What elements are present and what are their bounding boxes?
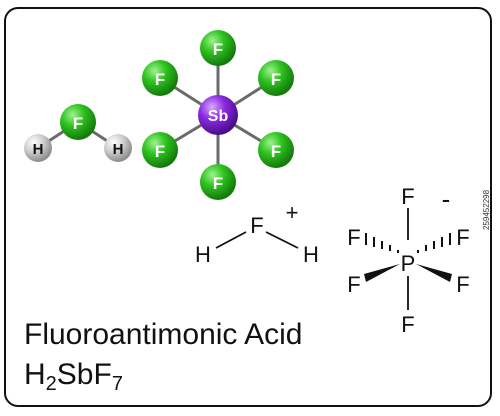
atom-label-f-lower-left: F [347,272,360,297]
hydrogen-atom-right: H [104,134,132,162]
h2f-cation-structure: H F H + [195,200,319,267]
hydrogen-atom-left: H [24,134,52,162]
atom-label-f: F [271,142,281,161]
bond-f-h-right [265,231,299,249]
formula-subscript: 7 [111,373,123,395]
hf-ball-stick-molecule: H H F [24,104,132,162]
fluorine-atom-lower-right: F [258,132,294,168]
charge-plus: + [286,200,299,225]
diagram-frame [4,7,492,407]
compound-formula: H2SbF7 [24,358,123,396]
fluorine-atom-upper-right: F [258,60,294,96]
atom-label-f: F [155,70,165,89]
atom-label-f-lower-right: F [456,272,469,297]
sbf6-ball-stick-molecule: F F F F F F Sb [142,30,294,200]
atom-label-f-upper-left: F [347,225,360,250]
atom-label-f-upper-right: F [456,225,469,250]
fluorine-atom-upper-left: F [142,60,178,96]
compound-name: Fluoroantimonic Acid [24,318,303,351]
hashed-bond-upper-right [417,233,451,253]
charge-minus: - [442,184,451,214]
atom-label-f: F [213,40,223,59]
formula-subscript: 2 [45,373,57,395]
wedge-bond-lower-left [364,264,400,282]
atom-label-f: F [155,142,165,161]
atom-label-f: F [271,70,281,89]
atom-label-h: H [33,141,44,158]
stock-id-label: 259452298 [482,189,491,230]
pf6-anion-structure: P F F F F F F - [347,184,469,337]
atom-label-h-left: H [195,242,211,267]
atom-label-f-bottom: F [401,312,414,337]
atom-label-f: F [73,114,83,133]
atom-label-p: P [401,251,416,276]
atom-label-f-top: F [401,184,414,209]
fluorine-atom-center: F [60,104,96,140]
formula-part: SbF [56,358,112,391]
wedge-bond-lower-right [416,264,452,282]
atom-label-h: H [113,141,124,158]
fluorine-atom-lower-left: F [142,132,178,168]
fluorine-atom-top: F [200,30,236,66]
atom-label-sb: Sb [208,108,229,125]
fluorine-atom-bottom: F [200,164,236,200]
atom-label-f: F [213,174,223,193]
atom-label-h-right: H [303,242,319,267]
formula-part: H [24,358,46,391]
atom-label-f: F [250,213,263,238]
antimony-atom-center: Sb [198,95,238,135]
bond-h-f-left [215,231,247,249]
hashed-bond-upper-left [365,233,399,253]
